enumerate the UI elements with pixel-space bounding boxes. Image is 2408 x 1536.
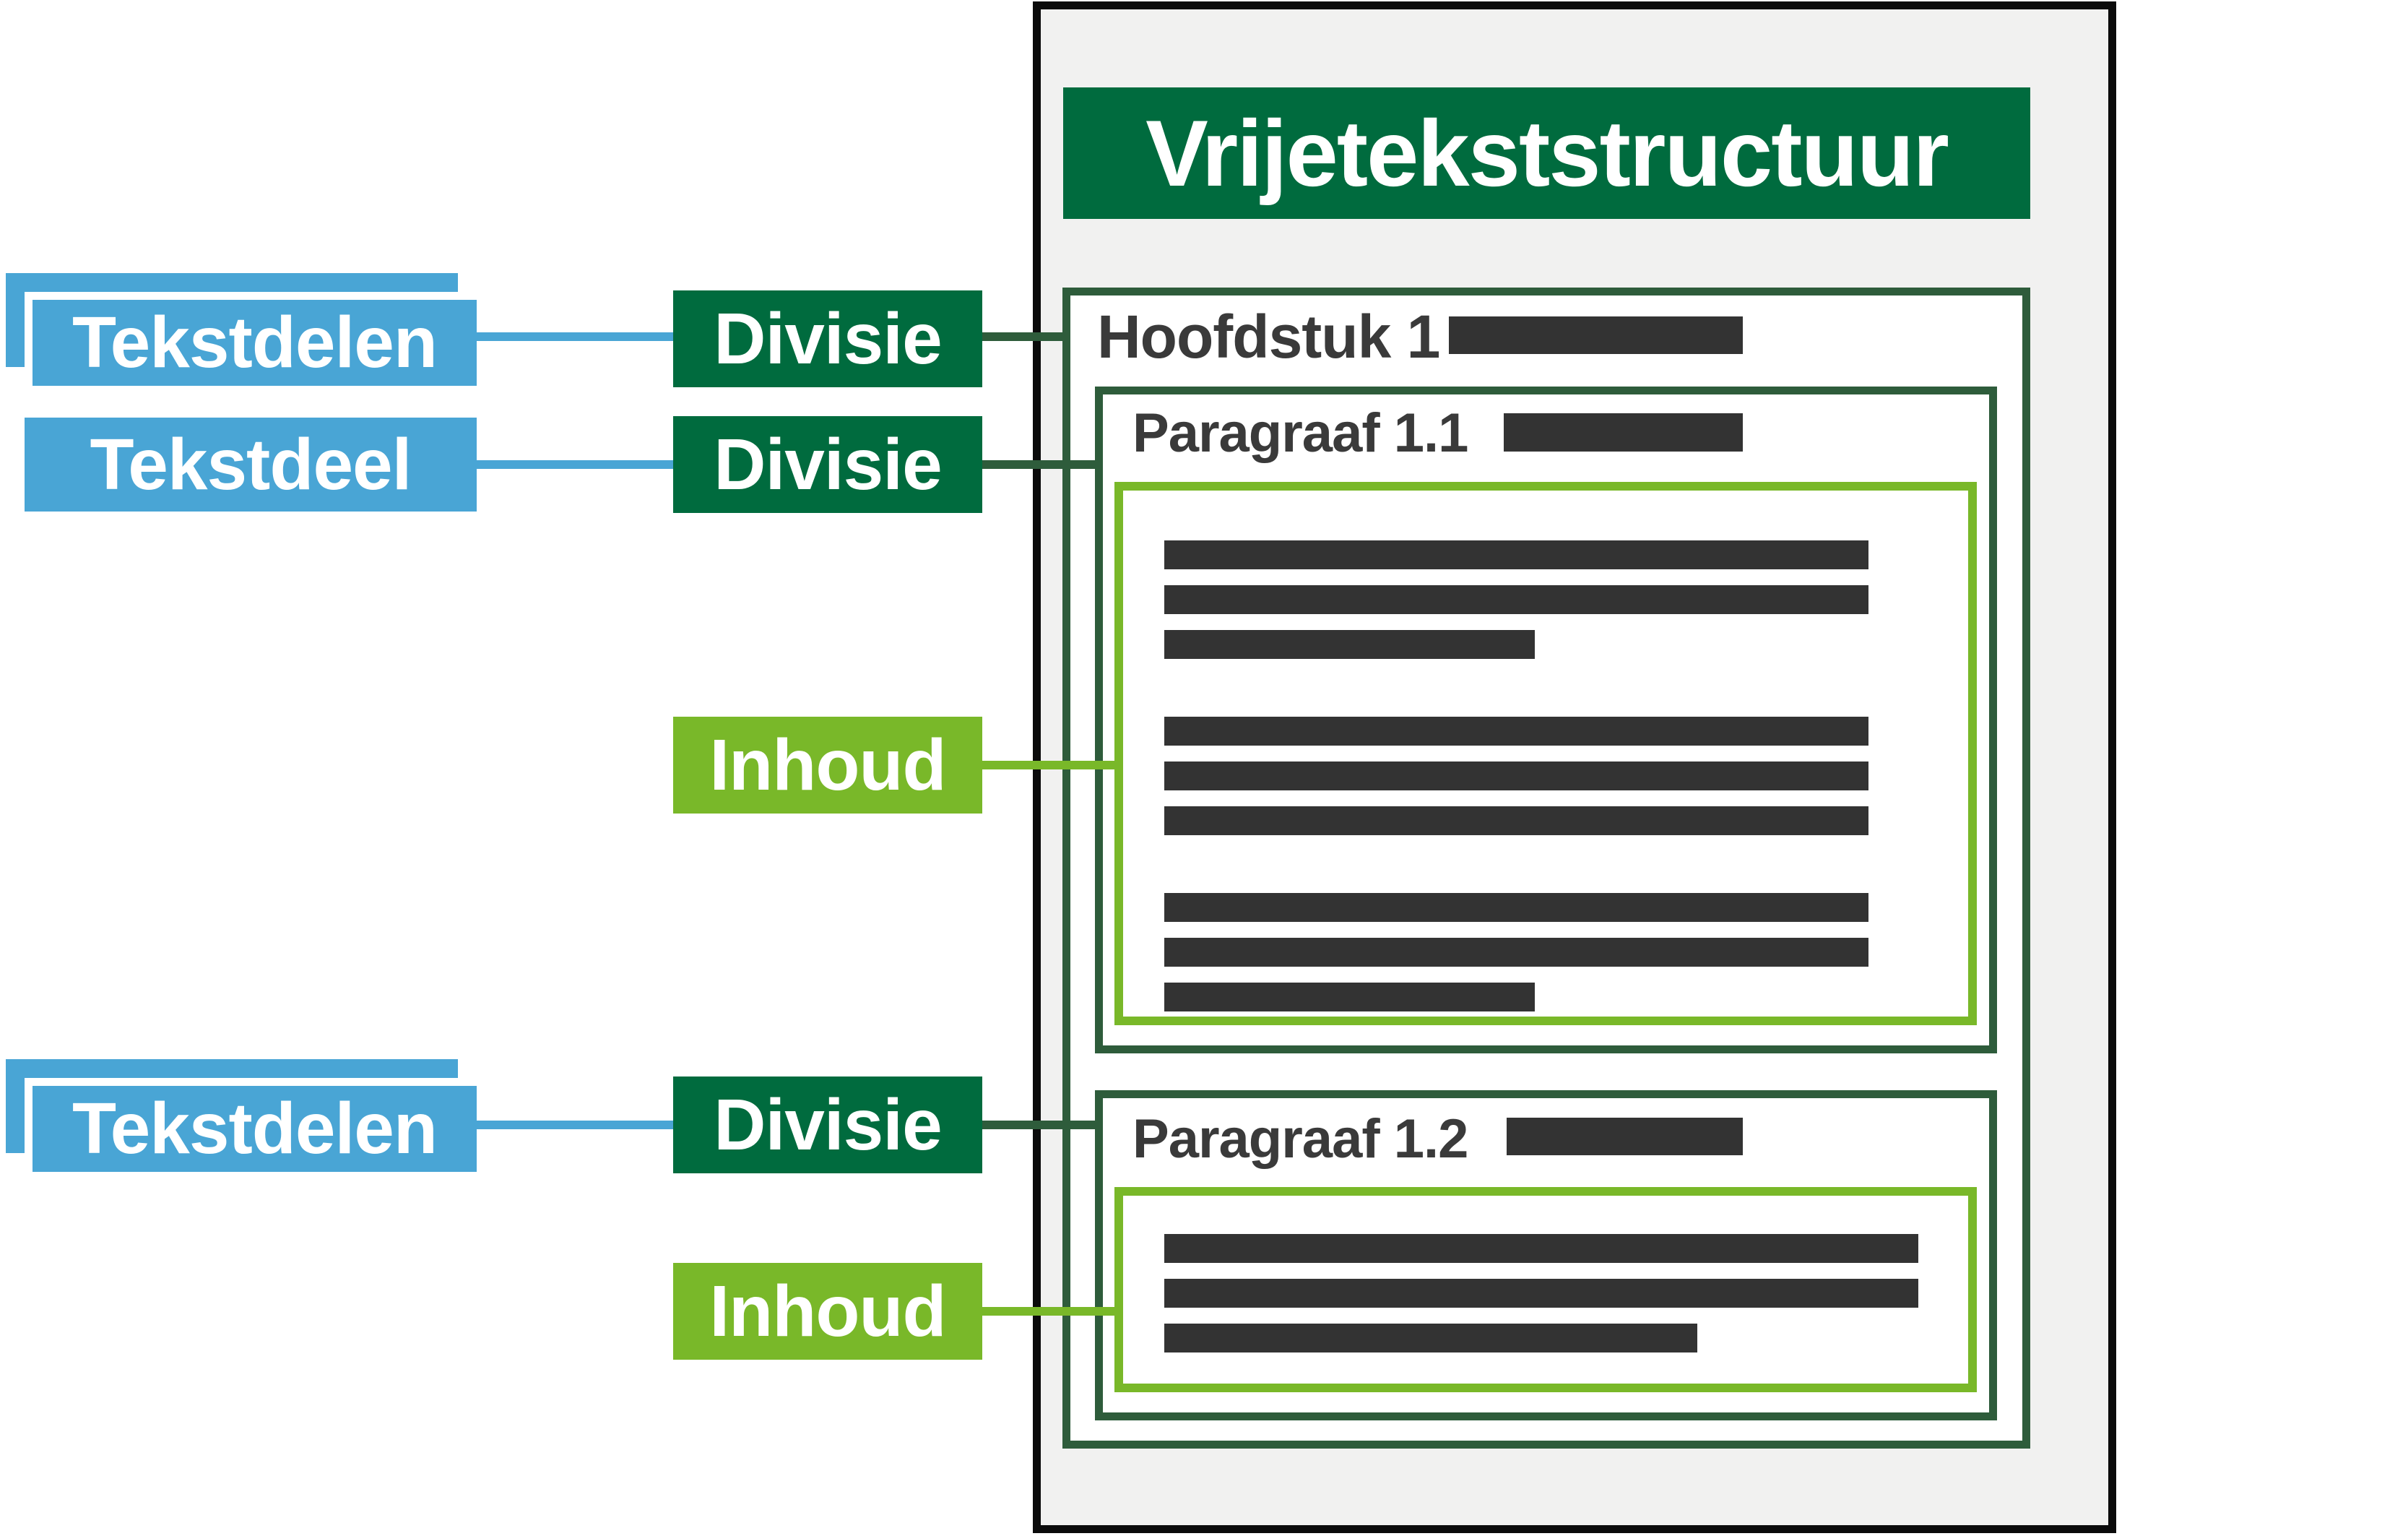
paragraaf-1-1-heading: Paragraaf 1.1 <box>1132 402 1468 464</box>
text-line-bar <box>1164 893 1868 922</box>
text-line-bar <box>1164 1279 1918 1308</box>
text-line-group <box>1164 893 1868 1011</box>
redacted-text-bar <box>1507 1118 1743 1155</box>
divisie-3-text: Divisie <box>714 1084 942 1165</box>
label-divisie-3: Divisie <box>673 1077 982 1173</box>
paragraaf-1-2-box: Paragraaf 1.2 <box>1095 1090 1997 1420</box>
connector-divisie2-paragraaf11 <box>982 460 1103 469</box>
divisie-1-text: Divisie <box>714 298 942 379</box>
redacted-text-bar <box>1504 413 1743 452</box>
hoofdstuk-1-box: Hoofdstuk 1 Paragraaf 1.1 Paragraaf 1.2 <box>1062 288 2030 1449</box>
text-line-bar <box>1164 1324 1698 1352</box>
label-inhoud-2: Inhoud <box>673 1263 982 1360</box>
connector-tekstdeel-divisie2 <box>477 460 673 469</box>
inhoud-2-text: Inhoud <box>709 1270 946 1352</box>
tekstdelen-2-text: Tekstdelen <box>72 1088 438 1169</box>
text-line-group <box>1164 540 1868 659</box>
connector-divisie3-paragraaf12 <box>982 1121 1103 1129</box>
text-line-group <box>1164 1234 1918 1352</box>
text-line-bar <box>1164 806 1868 835</box>
text-line-bar <box>1164 1234 1918 1263</box>
connector-inhoud1-content1 <box>982 761 1123 769</box>
text-line-bar <box>1164 585 1868 614</box>
label-inhoud-1: Inhoud <box>673 717 982 814</box>
text-line-bar <box>1164 630 1535 659</box>
connector-inhoud2-content2 <box>982 1307 1123 1316</box>
inhoud-content-box-1 <box>1114 482 1977 1025</box>
label-divisie-2: Divisie <box>673 416 982 513</box>
text-line-group <box>1164 717 1868 835</box>
document-title: Vrijetekststructuur <box>1145 100 1949 206</box>
connector-tekstdelen2-divisie3 <box>477 1121 673 1129</box>
text-line-bar <box>1164 983 1535 1011</box>
tekstdeel-text: Tekstdeel <box>90 423 412 505</box>
placeholder-text-lines <box>1164 1234 1918 1410</box>
placeholder-text-lines <box>1164 540 1868 1069</box>
divisie-2-text: Divisie <box>714 423 942 505</box>
paragraaf-1-2-heading: Paragraaf 1.2 <box>1132 1108 1468 1170</box>
connector-divisie1-hoofdstuk <box>982 332 1070 341</box>
inhoud-content-box-2 <box>1114 1187 1977 1392</box>
label-divisie-1: Divisie <box>673 290 982 387</box>
document-title-banner: Vrijetekststructuur <box>1063 87 2030 219</box>
text-line-bar <box>1164 938 1868 967</box>
hoofdstuk-1-heading: Hoofdstuk 1 <box>1097 303 1440 371</box>
label-tekstdelen-1: Tekstdelen <box>25 292 477 386</box>
inhoud-1-text: Inhoud <box>709 724 946 806</box>
document-page: Vrijetekststructuur Hoofdstuk 1 Paragraa… <box>1033 1 2116 1533</box>
label-tekstdelen-2: Tekstdelen <box>25 1078 477 1172</box>
redacted-text-bar <box>1449 316 1743 354</box>
tekstdelen-1-text: Tekstdelen <box>72 302 438 383</box>
text-line-bar <box>1164 761 1868 790</box>
paragraaf-1-1-box: Paragraaf 1.1 <box>1095 387 1997 1053</box>
text-line-bar <box>1164 717 1868 746</box>
text-line-bar <box>1164 540 1868 569</box>
connector-tekstdelen1-divisie1 <box>477 332 673 341</box>
label-tekstdeel: Tekstdeel <box>25 418 477 512</box>
